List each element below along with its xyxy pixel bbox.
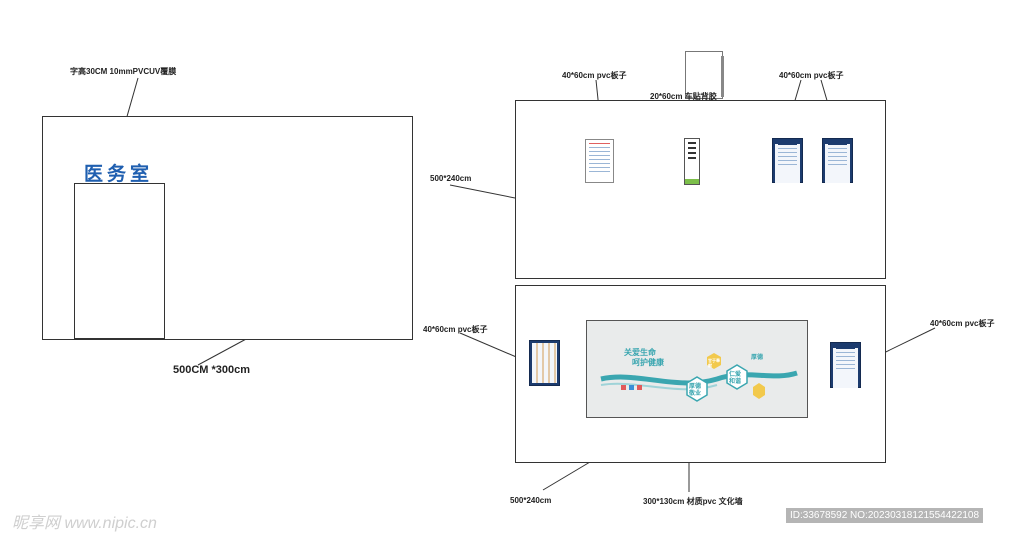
bottom-board-left-label: 40*60cm pvc板子 [423,325,488,334]
watermark-left: 昵享网 www.nipic.cn [12,515,157,532]
left-wall-dimension: 500CM *300cm [173,364,251,376]
bottom-wall-dimension: 500*240cm [510,496,552,505]
mural-label: 300*130cm 材质pvc 文化墙 [643,497,743,506]
top-board-right-1 [772,138,803,183]
clinic-sign: 医务室 [84,164,154,185]
top-board-right-2 [822,138,853,183]
top-board-right-label: 40*60cm pvc板子 [779,71,844,80]
mural-hex-small1: 甘于奉献 [708,358,720,368]
bottom-board-left [529,340,560,386]
bottom-board-right [830,342,861,388]
mural-graphic [600,353,798,402]
mural-title-line1: 关爱生命 [624,348,656,357]
watermark-right: ID:33678592 NO:20230318121554422108 [786,508,984,523]
top-wall [515,100,886,279]
door [74,183,165,339]
bottom-board-right-label: 40*60cm pvc板子 [930,319,995,328]
top-wall-dimension: 500*240cm [430,174,472,183]
mural-hex1: 厚德敬业 [689,384,702,397]
sticker-sample-shadow [721,56,724,97]
culture-wall-mural: 关爱生命 呵护健康 甘于奉献 厚德敬业 仁爱和谐 厚德 [586,320,808,418]
mural-tag: 厚德 [751,355,764,361]
top-board-left-label: 40*60cm pvc板子 [562,71,627,80]
top-board-center-label: 20*60cm 车贴背胶 [650,92,717,101]
sign-font-note: 字高30CM 10mmPVCUV覆膜 [70,67,177,76]
mural-title-line2: 呵护健康 [632,358,664,367]
top-board-left [585,139,614,183]
top-board-center [684,138,700,185]
mural-hex2: 仁爱和谐 [729,372,742,385]
sticker-sample-outline [685,51,723,99]
